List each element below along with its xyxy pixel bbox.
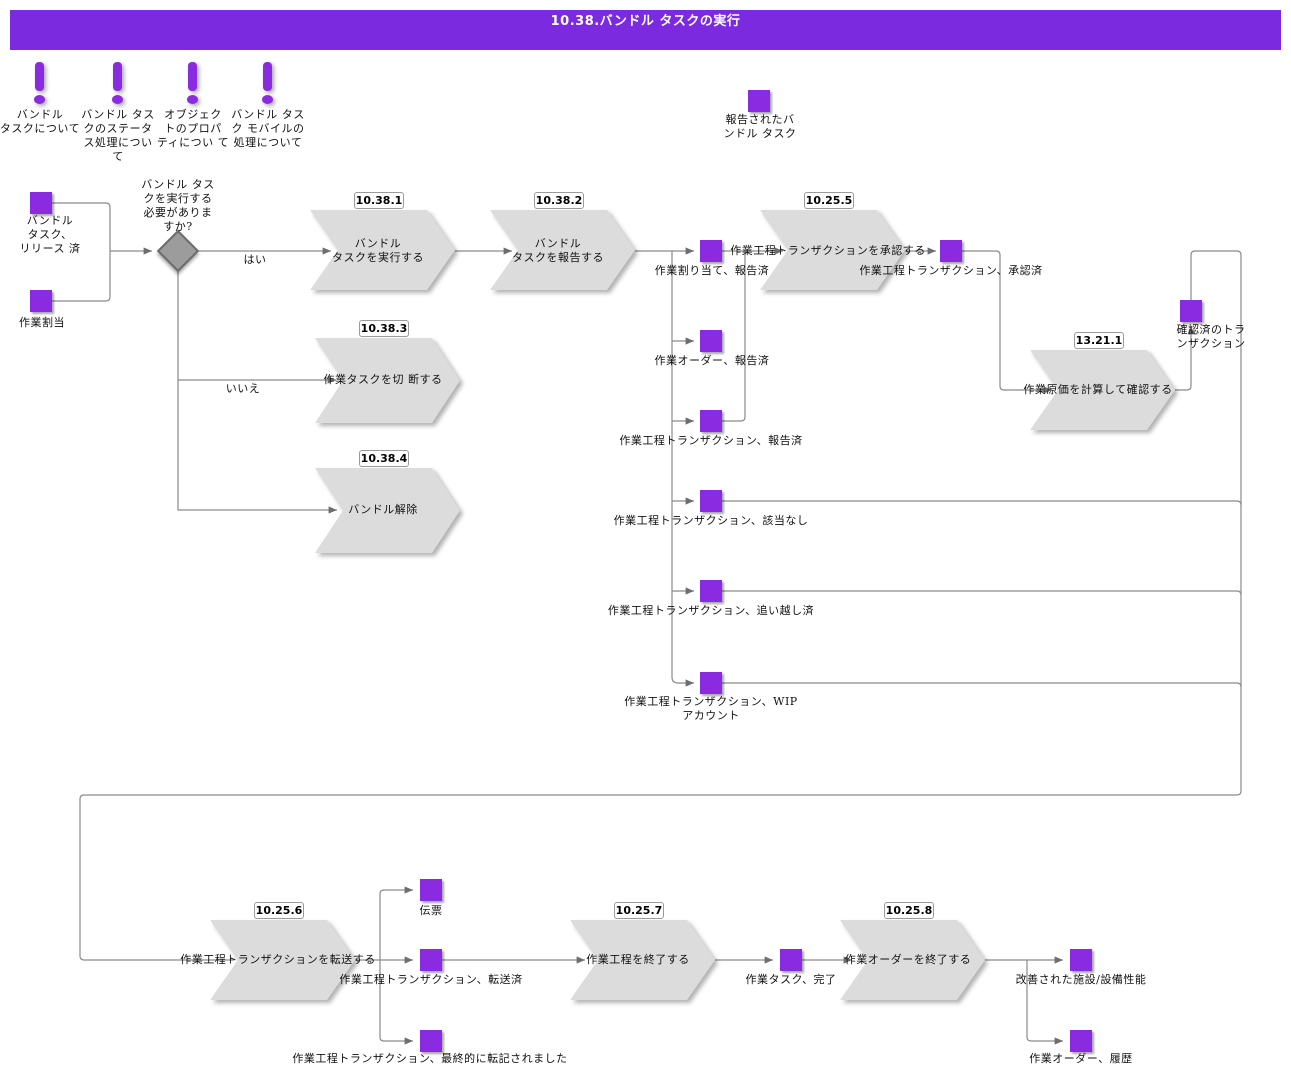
event-label: 伝票 [419,904,443,917]
event-reported-bundle-task [748,90,770,112]
event-label: 作業割当 [19,316,65,329]
task-badge: 10.25.7 [614,902,664,919]
event-work-assignment-reported [700,240,722,262]
branch-label-no: いいえ [225,382,261,395]
branch-label-yes: はい [243,253,267,266]
info-exclamation-icon[interactable] [262,62,274,106]
note-label: オブジェク トのプロパ ティについ て [156,108,230,149]
note-label: バンドル タス クのステータ ス処理につい て [81,108,155,163]
event-label: 作業工程トランザクション、転送済 [339,973,523,986]
task-badge: 10.38.1 [354,192,404,209]
event-label: 作業タスク、完了 [745,973,837,986]
task-badge: 10.38.3 [359,320,409,337]
note-label: バンドル タス ク モバイルの 処理について [231,108,305,149]
task-badge: 13.21.1 [1074,332,1124,349]
event-label: 作業工程トランザクション、承認済 [859,264,1043,277]
task-badge: 10.38.4 [359,450,409,467]
note-label: バンドル タスクについて [0,108,81,135]
decision-diamond[interactable] [156,229,200,273]
event-label: 作業割り当て、報告済 [654,264,770,277]
event-label: 改善された施設/設備性能 [1015,973,1147,986]
event-label: 作業工程トランザクション、WIP アカウント [624,695,798,722]
info-exclamation-icon[interactable] [112,62,124,106]
event-label: 確認済のトラ ンザクション [1176,323,1246,350]
task-label: 作業工程トランザクションを承認する [730,244,926,257]
diagram-title-bar: 10.38.バンドル タスクの実行 [10,10,1281,50]
task-label: バンドル解除 [348,503,418,516]
event-confirmed-transaction [1180,300,1202,322]
task-label: 作業工程を終了する [586,953,690,966]
event-route-transaction-approved [940,240,962,262]
info-exclamation-icon[interactable] [187,62,199,106]
task-label: 作業タスクを切 断する [323,373,443,386]
decision-question: バンドル タス クを実行する 必要がありま すか? [141,178,215,233]
task-badge: 10.25.5 [804,192,854,209]
event-route-transaction-reported [700,410,722,432]
info-exclamation-icon[interactable] [34,62,46,106]
task-label: 作業オーダーを終了する [844,953,972,966]
task-badge: 10.38.2 [534,192,584,209]
task-badge: 10.25.6 [254,902,304,919]
page-title: 10.38.バンドル タスクの実行 [550,14,741,29]
event-route-transaction-wip-account [700,672,722,694]
event-label: 作業工程トランザクション、報告済 [619,434,803,447]
event-label: 作業オーダー、履歴 [1029,1052,1133,1065]
event-bundle-task-released [30,192,52,214]
task-label: バンドル タスクを報告する [512,237,604,264]
event-label: 作業オーダー、報告済 [654,354,770,367]
event-label: 作業工程トランザクション、最終的に転記されました [292,1052,568,1065]
event-voucher [420,879,442,901]
task-badge: 10.25.8 [884,902,934,919]
event-route-transaction-finally-posted [420,1030,442,1052]
event-route-transaction-transferred [420,949,442,971]
event-route-transaction-overtaken [700,580,722,602]
task-label: 作業工程トランザクションを転送する [180,953,376,966]
event-route-transaction-not-applicable [700,490,722,512]
task-label: バンドル タスクを実行する [332,237,424,264]
event-improved-facility-performance [1070,949,1092,971]
event-work-assignment [30,290,52,312]
event-label: 作業工程トランザクション、該当なし [613,514,809,527]
event-work-task-completed [780,949,802,971]
task-label: 作業原価を計算して確認する [1023,383,1173,396]
event-label: 作業工程トランザクション、追い越し済 [607,604,815,617]
event-work-order-history [1070,1030,1092,1052]
event-work-order-reported [700,330,722,352]
event-label: バンドル タスク、 リリース 済 [19,214,81,255]
event-label: 報告されたバ ンドル タスク [723,113,797,140]
